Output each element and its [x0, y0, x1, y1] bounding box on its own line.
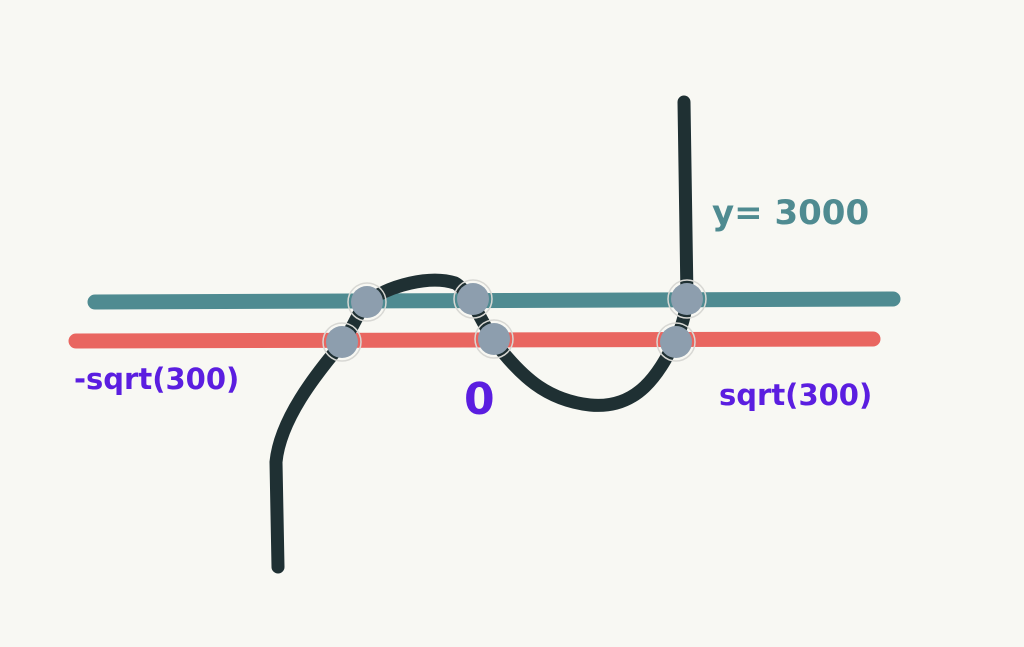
left-root-label: -sqrt(300) [74, 362, 240, 396]
intersection-point [351, 286, 383, 318]
intersection-point [326, 326, 358, 358]
teal-horizontal-line [87, 291, 901, 310]
intersection-point [474, 319, 514, 359]
intersection-point [457, 283, 489, 315]
intersection-point [660, 326, 692, 358]
intersection-point [322, 322, 362, 362]
line-label: y= 3000 [712, 193, 870, 233]
intersection-points [322, 279, 707, 362]
intersection-point [656, 322, 696, 362]
intersection-point [671, 283, 703, 315]
intersection-point [347, 282, 387, 322]
right-root-label: sqrt(300) [719, 378, 873, 412]
middle-root-label: 0 [464, 374, 495, 425]
intersection-point [453, 279, 493, 319]
intersection-point [667, 279, 707, 319]
intersection-point [478, 323, 510, 355]
